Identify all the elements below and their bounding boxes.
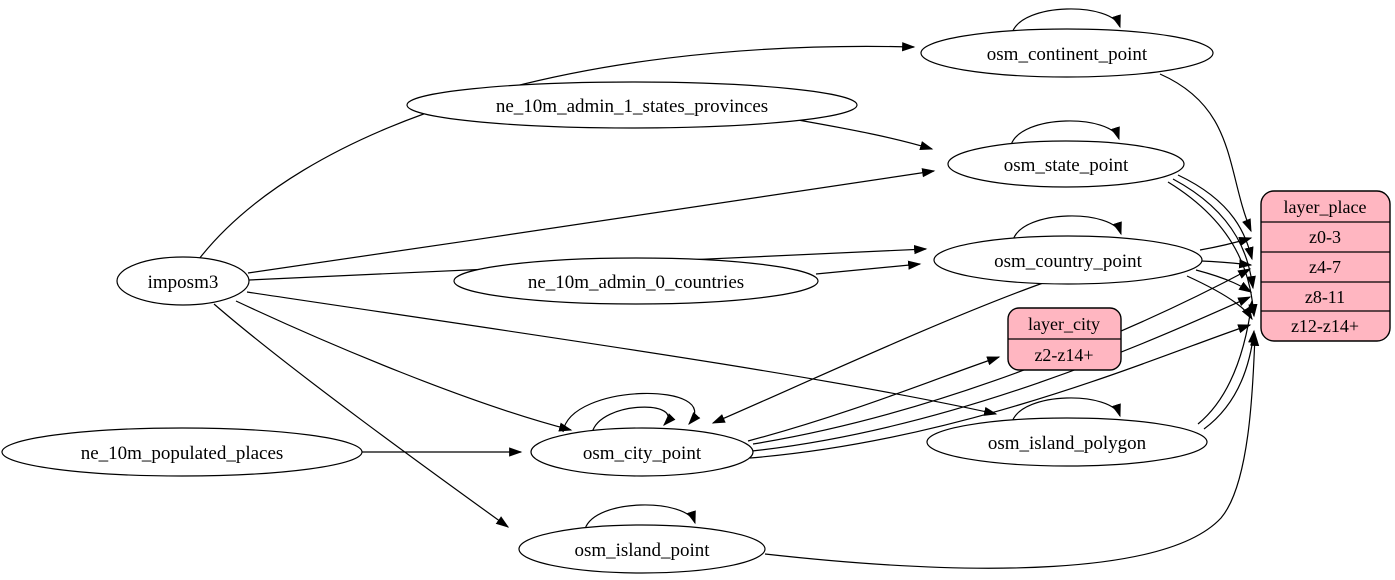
node-osm_island_point-label: osm_island_point [574, 540, 710, 561]
node-ne_10m_populated_places: ne_10m_populated_places [1, 427, 363, 477]
edge-osm_country_point-layer_place-z12 [1186, 275, 1253, 321]
edge-group [198, 8, 1260, 569]
self-loop-osm_city_point-inner [591, 406, 676, 434]
edge-osm_city_point-layer_place-z12 [749, 324, 1252, 459]
edge-ne_10m_admin_0_countries-osm_country_point [815, 260, 922, 275]
node-imposm3-shape [116, 256, 250, 306]
edge-osm_state_point-layer_place-z8 [1172, 178, 1256, 290]
self-loop-osm_island_polygon [1011, 397, 1121, 423]
edge-osm_city_point-layer_place-z8 [751, 296, 1252, 452]
layer_place-row-z0: z0-3 [1309, 227, 1341, 247]
node-osm_continent_point: osm_continent_point [920, 28, 1214, 78]
edge-osm_country_point-layer_place-z8 [1195, 269, 1253, 293]
edge-osm_city_point-layer_city-z2 [747, 356, 1001, 442]
edge-osm_country_point-osm_city_point [711, 282, 1044, 424]
node-layer_city: layer_city z2-z14+ [1007, 307, 1122, 371]
node-ne_10m_populated_places-shape [1, 427, 363, 477]
node-ne_10m_admin_0_countries-shape [453, 257, 819, 305]
layer_place-row-z8: z8-11 [1305, 287, 1345, 307]
node-ne_10m_admin_0_countries-label: ne_10m_admin_0_countries [528, 272, 744, 293]
node-ne_10m_admin_1_states_provinces: ne_10m_admin_1_states_provinces [406, 81, 858, 129]
node-osm_island_point: osm_island_point [518, 524, 766, 574]
edge-ne_10m_admin_1_states_provinces-osm_state_point [797, 119, 934, 151]
node-osm_country_point-shape [933, 235, 1203, 285]
edge-osm_country_point-layer_place-z0 [1199, 236, 1253, 251]
edge-osm_island_polygon-layer_place-z12 [1203, 329, 1258, 430]
node-osm_island_polygon-shape [926, 417, 1208, 467]
layer_place-title: layer_place [1284, 197, 1367, 217]
layer_city-title: layer_city [1028, 314, 1100, 334]
edge-imposm3-osm_state_point [247, 168, 936, 274]
edge-osm_country_point-layer_place-z4 [1200, 259, 1253, 269]
node-layer_place: layer_place z0-3 z4-7 z8-11 z12-z14+ [1260, 190, 1391, 342]
edge-imposm3-osm_island_polygon [246, 291, 998, 416]
edge-osm_state_point-layer_place-z4 [1177, 174, 1254, 261]
node-ne_10m_admin_1_states_provinces-label: ne_10m_admin_1_states_provinces [496, 96, 768, 117]
edge-osm_continent_point-layer_place-z0 [1159, 73, 1252, 233]
node-layer_place-shape [1260, 190, 1391, 342]
self-loop-osm_state_point [1010, 120, 1120, 146]
node-osm_state_point: osm_state_point [947, 140, 1185, 188]
edge-imposm3-osm_island_point [213, 303, 510, 528]
self-loop-osm_city_point-outer [562, 392, 701, 433]
node-osm_state_point-shape [947, 140, 1185, 188]
node-osm_city_point-shape [530, 427, 754, 477]
layer_place-row-z12: z12-z14+ [1291, 316, 1359, 336]
node-osm_country_point-label: osm_country_point [994, 251, 1142, 272]
edge-osm_island_point-layer_place-z12 [764, 332, 1260, 569]
node-imposm3-label: imposm3 [148, 272, 219, 293]
node-osm_island_polygon-label: osm_island_polygon [988, 433, 1147, 454]
node-osm_state_point-label: osm_state_point [1004, 155, 1129, 176]
node-osm_continent_point-shape [920, 28, 1214, 78]
layer_place-row-z4: z4-7 [1309, 257, 1341, 277]
self-loop-osm_continent_point [1011, 8, 1121, 34]
edge-imposm3-osm_city_point [235, 300, 573, 432]
node-ne_10m_admin_1_states_provinces-shape [406, 81, 858, 129]
layer_city-row-z2: z2-z14+ [1034, 345, 1093, 365]
node-osm_island_point-shape [518, 524, 766, 574]
node-osm_island_polygon: osm_island_polygon [926, 417, 1208, 467]
edge-osm_island_polygon-layer_place-z8 [1197, 299, 1256, 425]
node-osm_country_point: osm_country_point [933, 235, 1203, 285]
node-imposm3: imposm3 [116, 256, 250, 306]
node-osm_city_point: osm_city_point [530, 427, 754, 477]
node-ne_10m_populated_places-label: ne_10m_populated_places [81, 443, 284, 464]
self-loop-osm_country_point [1012, 215, 1122, 241]
self-loop-osm_island_point [584, 504, 696, 530]
node-osm_city_point-label: osm_city_point [583, 443, 702, 464]
node-osm_continent_point-label: osm_continent_point [987, 44, 1148, 65]
node-ne_10m_admin_0_countries: ne_10m_admin_0_countries [453, 257, 819, 305]
